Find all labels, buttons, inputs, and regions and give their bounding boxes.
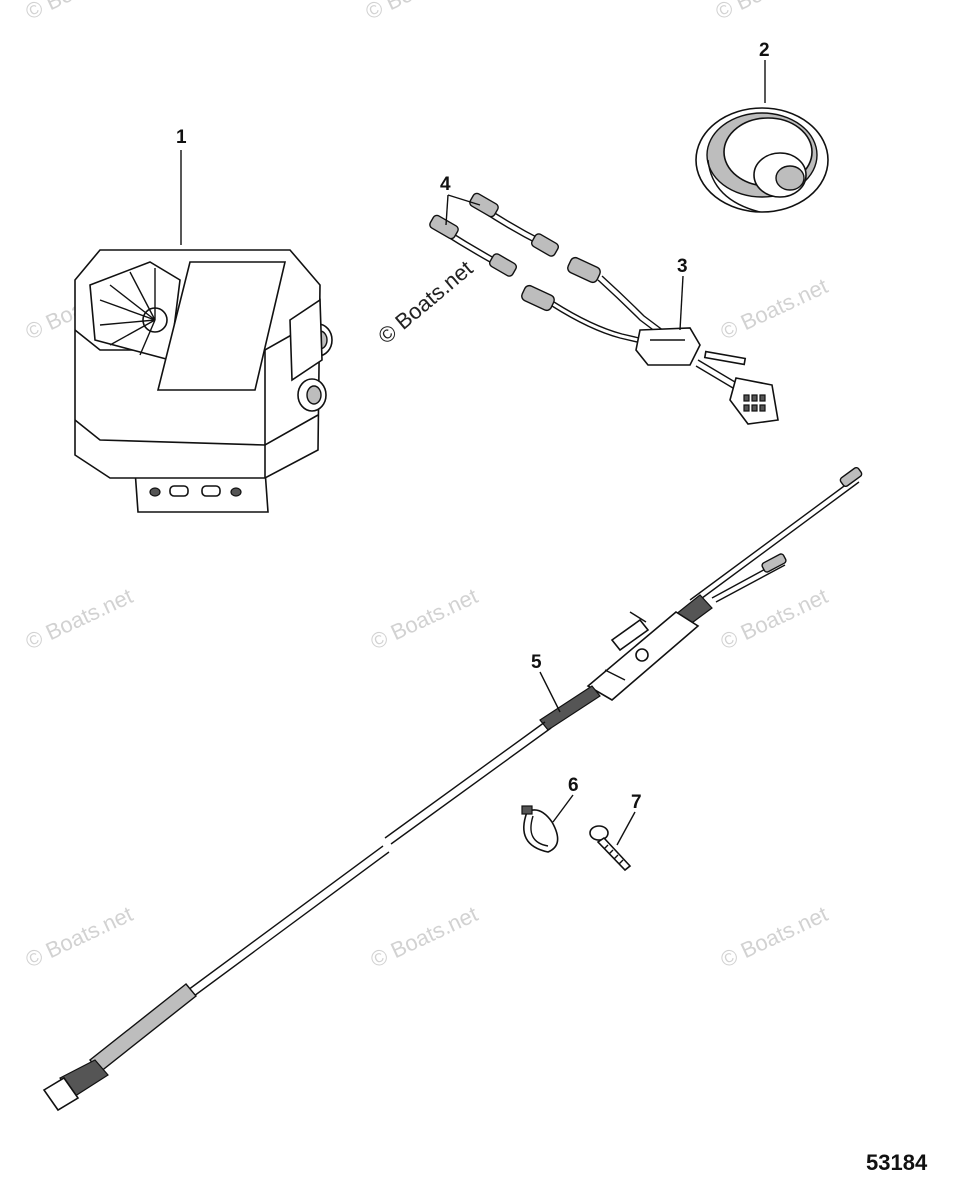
watermark: © Boats.net bbox=[717, 273, 832, 344]
part-6-cable-tie bbox=[521, 805, 559, 853]
watermark: © Boats.net bbox=[362, 0, 477, 25]
callout-3: 3 bbox=[677, 256, 688, 277]
watermark: © Boats.net bbox=[367, 901, 482, 972]
callout-5: 5 bbox=[531, 652, 542, 673]
figure-number: 53184 bbox=[866, 1150, 928, 1175]
leader-6 bbox=[552, 794, 574, 823]
leader-4 bbox=[447, 194, 481, 206]
callout-7: 7 bbox=[631, 792, 642, 813]
watermark: © Boats.net bbox=[717, 901, 832, 972]
callout-1: 1 bbox=[176, 127, 187, 148]
leader-7 bbox=[616, 811, 636, 846]
watermark: © Boats.net bbox=[712, 0, 827, 25]
part-3-y-harness bbox=[521, 256, 779, 425]
part-5-cable-assembly bbox=[42, 466, 863, 1112]
callout-4: 4 bbox=[440, 174, 451, 195]
part-1-control-module bbox=[74, 249, 333, 513]
watermark: © Boats.net bbox=[22, 0, 137, 25]
callout-6: 6 bbox=[568, 775, 579, 796]
part-7-screw bbox=[589, 825, 632, 872]
watermark: © Boats.net bbox=[22, 901, 137, 972]
watermark: © Boats.net bbox=[22, 583, 137, 654]
leader-5 bbox=[539, 671, 561, 713]
leader-4b bbox=[445, 194, 449, 226]
part-2-round-device bbox=[695, 107, 829, 213]
watermark: © Boats.net bbox=[717, 583, 832, 654]
leader-3 bbox=[679, 275, 684, 331]
watermark-center: © Boats.net bbox=[373, 256, 477, 349]
watermark: © Boats.net bbox=[367, 583, 482, 654]
callout-2: 2 bbox=[759, 40, 770, 61]
part-4-jumper-cables bbox=[429, 192, 559, 277]
